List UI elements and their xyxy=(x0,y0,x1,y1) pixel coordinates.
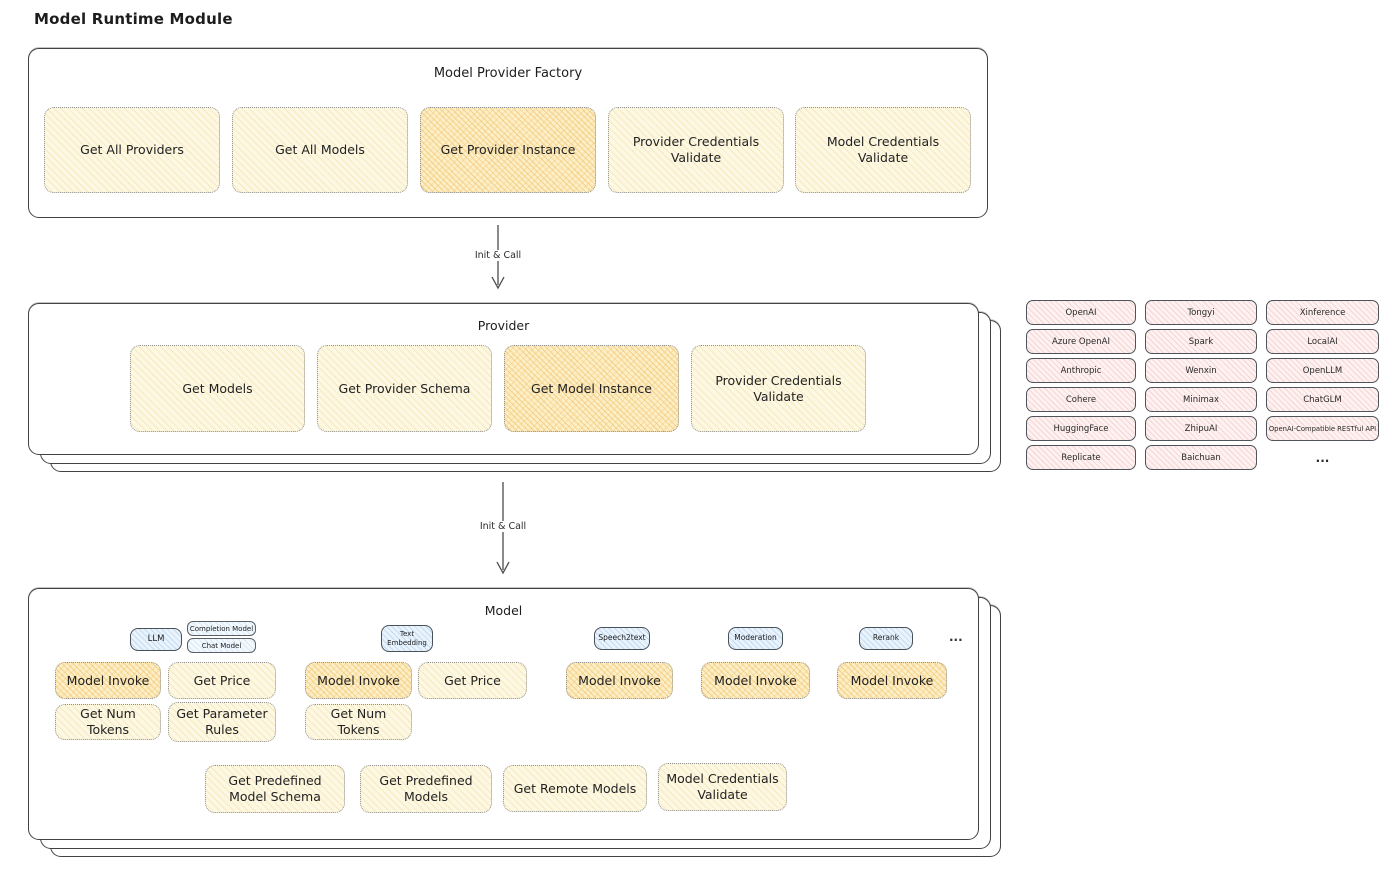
speech2text-model-invoke: Model Invoke xyxy=(566,662,673,699)
tab-moderation: Moderation xyxy=(728,627,783,650)
get-predefined-models: Get Predefined Models xyxy=(360,765,492,813)
llm-model-invoke: Model Invoke xyxy=(55,662,161,699)
provider-item-replicate: Replicate xyxy=(1026,445,1136,470)
provider-item-huggingface: HuggingFace xyxy=(1026,416,1136,441)
model-credentials-validate-bottom: Model Credentials Validate xyxy=(658,763,787,811)
moderation-model-invoke: Model Invoke xyxy=(701,662,810,699)
tab-text-embedding: Text Embedding xyxy=(381,625,433,652)
model-title: Model xyxy=(484,603,523,618)
text-embedding-model-invoke: Model Invoke xyxy=(305,662,412,699)
provider-item-tongyi: Tongyi xyxy=(1145,300,1257,325)
tab-llm: LLM xyxy=(130,628,182,651)
get-predefined-model-schema: Get Predefined Model Schema xyxy=(205,765,345,813)
provider-item-xinference: Xinference xyxy=(1266,300,1379,325)
provider-button-get-models: Get Models xyxy=(130,345,305,432)
factory-button-get-provider-instance: Get Provider Instance xyxy=(420,107,596,193)
arrow1-label: Init & Call xyxy=(467,250,529,261)
provider-list-more-ellipsis: ... xyxy=(1315,450,1330,465)
provider-button-provider-credentials-validate: Provider Credentials Validate xyxy=(691,345,866,432)
provider-title: Provider xyxy=(477,318,530,333)
llm-get-parameter-rules: Get Parameter Rules xyxy=(168,702,276,742)
provider-item-cohere: Cohere xyxy=(1026,387,1136,412)
arrow2-label: Init & Call xyxy=(472,521,534,532)
llm-get-price: Get Price xyxy=(168,662,276,699)
llm-get-num-tokens: Get Num Tokens xyxy=(55,704,161,740)
factory-button-model-credentials-validate: Model Credentials Validate xyxy=(795,107,971,193)
factory-button-provider-credentials-validate: Provider Credentials Validate xyxy=(608,107,784,193)
text-embedding-get-price: Get Price xyxy=(418,662,527,699)
factory-button-get-all-models: Get All Models xyxy=(232,107,408,193)
text-embedding-get-num-tokens: Get Num Tokens xyxy=(305,704,412,740)
tab-completion-model: Completion Model xyxy=(187,621,256,636)
model-tabs-more-ellipsis: ... xyxy=(949,630,963,644)
diagram-title: Model Runtime Module xyxy=(34,10,233,28)
provider-item-wenxin: Wenxin xyxy=(1145,358,1257,383)
provider-item-zhipuai: ZhipuAI xyxy=(1145,416,1257,441)
factory-title: Model Provider Factory xyxy=(433,66,583,81)
provider-item-localai: LocalAI xyxy=(1266,329,1379,354)
provider-item-anthropic: Anthropic xyxy=(1026,358,1136,383)
provider-list: OpenAI Tongyi Xinference Azure OpenAI Sp… xyxy=(1026,300,1379,470)
tab-chat-model: Chat Model xyxy=(187,638,256,653)
provider-item-chatglm: ChatGLM xyxy=(1266,387,1379,412)
tab-speech2text: Speech2text xyxy=(594,627,650,650)
provider-button-get-model-instance: Get Model Instance xyxy=(504,345,679,432)
get-remote-models: Get Remote Models xyxy=(503,765,647,812)
provider-item-azure-openai: Azure OpenAI xyxy=(1026,329,1136,354)
provider-item-openai-compatible-restful-api: OpenAI-Compatible RESTful API xyxy=(1266,416,1379,441)
provider-item-openai: OpenAI xyxy=(1026,300,1136,325)
provider-item-minimax: Minimax xyxy=(1145,387,1257,412)
provider-item-baichuan: Baichuan xyxy=(1145,445,1257,470)
tab-rerank: Rerank xyxy=(859,627,913,650)
provider-button-get-provider-schema: Get Provider Schema xyxy=(317,345,492,432)
rerank-model-invoke: Model Invoke xyxy=(837,662,947,699)
factory-button-get-all-providers: Get All Providers xyxy=(44,107,220,193)
provider-item-spark: Spark xyxy=(1145,329,1257,354)
provider-item-openllm: OpenLLM xyxy=(1266,358,1379,383)
